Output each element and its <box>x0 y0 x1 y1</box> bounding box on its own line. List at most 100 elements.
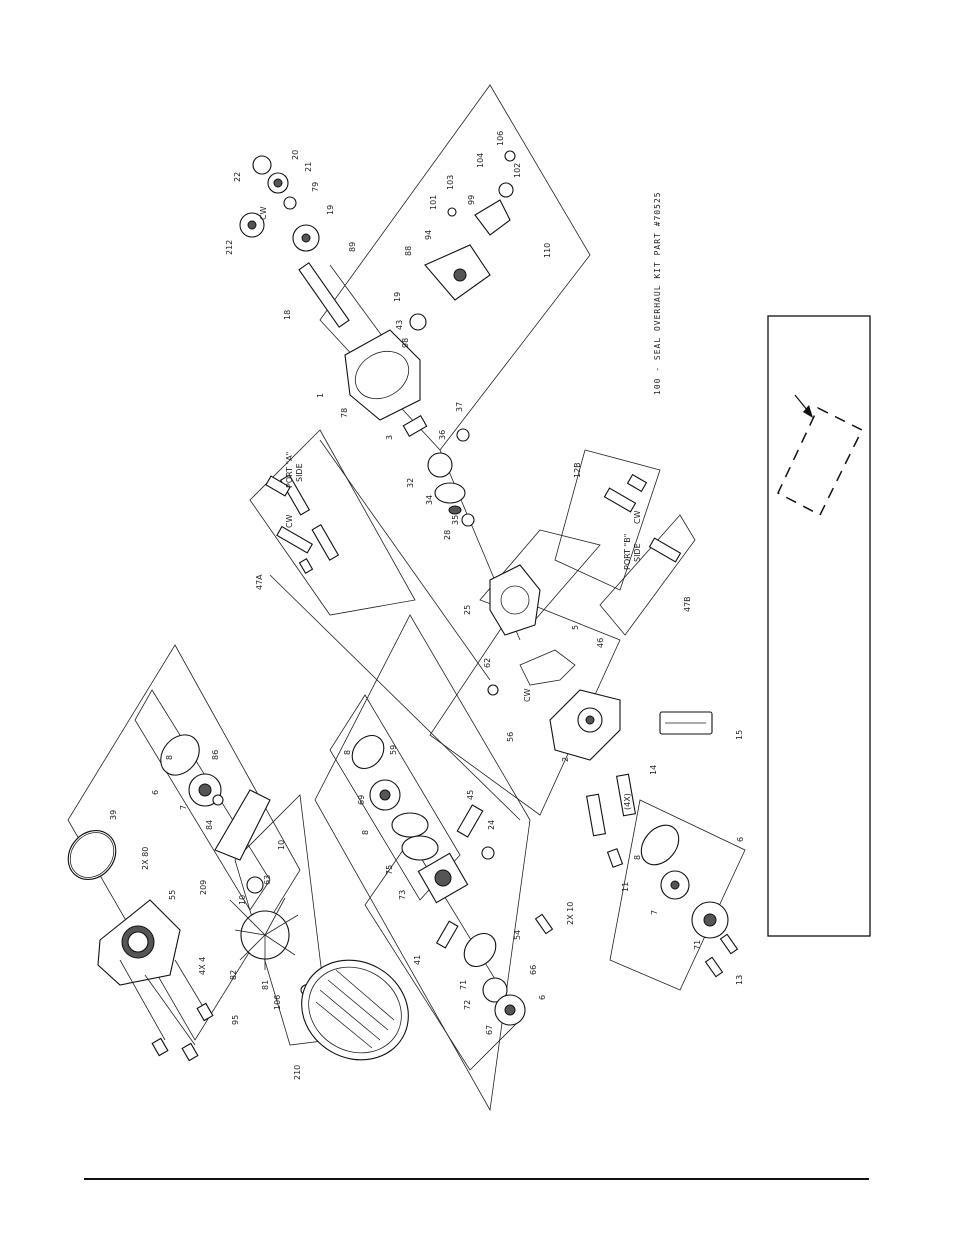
callout-69: 69 <box>357 795 366 805</box>
callout-102: 102 <box>513 163 522 178</box>
callout-106-left: 106 <box>273 995 282 1010</box>
callout-88: 88 <box>404 246 413 256</box>
callout-2: 2 <box>561 757 570 762</box>
callout-47a: 47A <box>255 574 264 590</box>
callout-12b: 12B <box>573 462 582 478</box>
callout-39: 39 <box>109 810 118 820</box>
callout-10-b: 10 <box>238 895 247 905</box>
callout-56: 56 <box>506 732 515 742</box>
callout-94: 94 <box>424 230 433 240</box>
callout-2x-10: 2X 10 <box>566 902 575 925</box>
callout-73: 73 <box>398 890 407 900</box>
callout-66-mid: 66 <box>529 965 538 975</box>
callout-101: 101 <box>429 195 438 210</box>
callout-4x: (4X) <box>623 793 632 810</box>
callout-47b: 47B <box>683 596 692 612</box>
cw-arrow-label-2: CW <box>633 510 642 524</box>
callout-54: 54 <box>513 930 522 940</box>
callout-21: 21 <box>304 162 313 172</box>
port-a-side-label: SIDE <box>295 463 304 482</box>
cw-arrow-label-3: CW <box>259 206 268 220</box>
callout-43: 43 <box>395 320 404 330</box>
callout-7-right: 7 <box>650 910 659 915</box>
callout-81: 81 <box>261 980 270 990</box>
seal-kit-note: 100 - SEAL OVERHAUL KIT PART #70525 <box>653 191 662 395</box>
callout-110: 110 <box>543 243 552 258</box>
callout-106-right: 106 <box>496 131 505 146</box>
cw-arrow-label-4: CW <box>523 688 532 702</box>
callout-72: 72 <box>463 1000 472 1010</box>
callout-24: 24 <box>487 820 496 830</box>
relief-valve-assemblies <box>265 473 682 563</box>
callout-67: 67 <box>485 1025 494 1035</box>
callout-10-a: 10 <box>277 840 286 850</box>
callout-71-right: 71 <box>693 940 702 950</box>
callout-8-top: 8 <box>165 755 174 760</box>
callout-8-right: 8 <box>633 855 642 860</box>
callout-32: 32 <box>406 478 415 488</box>
callout-212: 212 <box>225 240 234 255</box>
callout-11: 11 <box>621 882 630 892</box>
callout-84: 84 <box>205 820 214 830</box>
backplate-assembly <box>487 649 739 978</box>
callout-79: 79 <box>311 182 320 192</box>
callout-86: 86 <box>211 750 220 760</box>
callout-14: 14 <box>649 765 658 775</box>
fan-assembly <box>160 734 409 1061</box>
callout-20: 20 <box>291 150 300 160</box>
callout-25: 25 <box>463 605 472 615</box>
part-callouts: 39 2X 80 55 4X 4 95 210 8 6 86 7 84 209 … <box>109 131 745 1080</box>
callout-34: 34 <box>425 495 434 505</box>
port-a-label: PORT "A" <box>285 452 294 488</box>
callout-35: 35 <box>451 515 460 525</box>
callout-210: 210 <box>293 1065 302 1080</box>
callout-59: 59 <box>389 745 398 755</box>
callout-62: 62 <box>483 658 492 668</box>
center-section-assembly <box>351 734 554 1026</box>
callout-2x-80: 2X 80 <box>141 847 150 870</box>
callout-8-mid: 8 <box>343 750 352 755</box>
callout-18: 18 <box>283 310 292 320</box>
callout-78: 78 <box>340 408 349 418</box>
callout-28: 28 <box>443 530 452 540</box>
callout-99: 99 <box>467 195 476 205</box>
callout-82: 82 <box>229 970 238 980</box>
callout-36: 36 <box>438 430 447 440</box>
callout-46: 46 <box>596 638 605 648</box>
callout-5: 5 <box>571 625 580 630</box>
callout-104: 104 <box>476 153 485 168</box>
callout-6-mid: 6 <box>538 995 547 1000</box>
callout-45: 45 <box>466 790 475 800</box>
callout-7-left: 7 <box>179 805 188 810</box>
port-b-label: PORT "B" <box>623 534 632 570</box>
callout-6-left: 6 <box>151 790 160 795</box>
callout-37: 37 <box>455 402 464 412</box>
port-b-side-label: SIDE <box>633 543 642 562</box>
callout-98: 98 <box>401 338 410 348</box>
callout-15: 15 <box>735 730 744 740</box>
cw-arrow-label-1: CW <box>285 514 294 528</box>
callout-3: 3 <box>385 435 394 440</box>
callout-89: 89 <box>348 242 357 252</box>
callout-19-right: 19 <box>393 292 402 302</box>
swashplate-assembly <box>279 415 541 636</box>
callout-22: 22 <box>233 172 242 182</box>
callout-71-mid: 71 <box>459 980 468 990</box>
callout-1: 1 <box>316 393 325 398</box>
callout-95: 95 <box>231 1015 240 1025</box>
callout-6-right: 6 <box>736 837 745 842</box>
callout-13: 13 <box>735 975 744 985</box>
callout-4x-4: 4X 4 <box>198 957 207 975</box>
callout-209: 209 <box>199 880 208 895</box>
housing-shaft-assembly <box>239 150 516 421</box>
callout-103: 103 <box>446 175 455 190</box>
callout-63: 63 <box>263 875 272 885</box>
end-cover-assembly <box>67 830 214 1062</box>
callout-41: 41 <box>413 955 422 965</box>
inset-panel <box>767 315 871 937</box>
callout-55: 55 <box>168 890 177 900</box>
callout-75: 75 <box>385 865 394 875</box>
callout-19-top: 19 <box>326 205 335 215</box>
callout-8-mid2: 8 <box>361 830 370 835</box>
